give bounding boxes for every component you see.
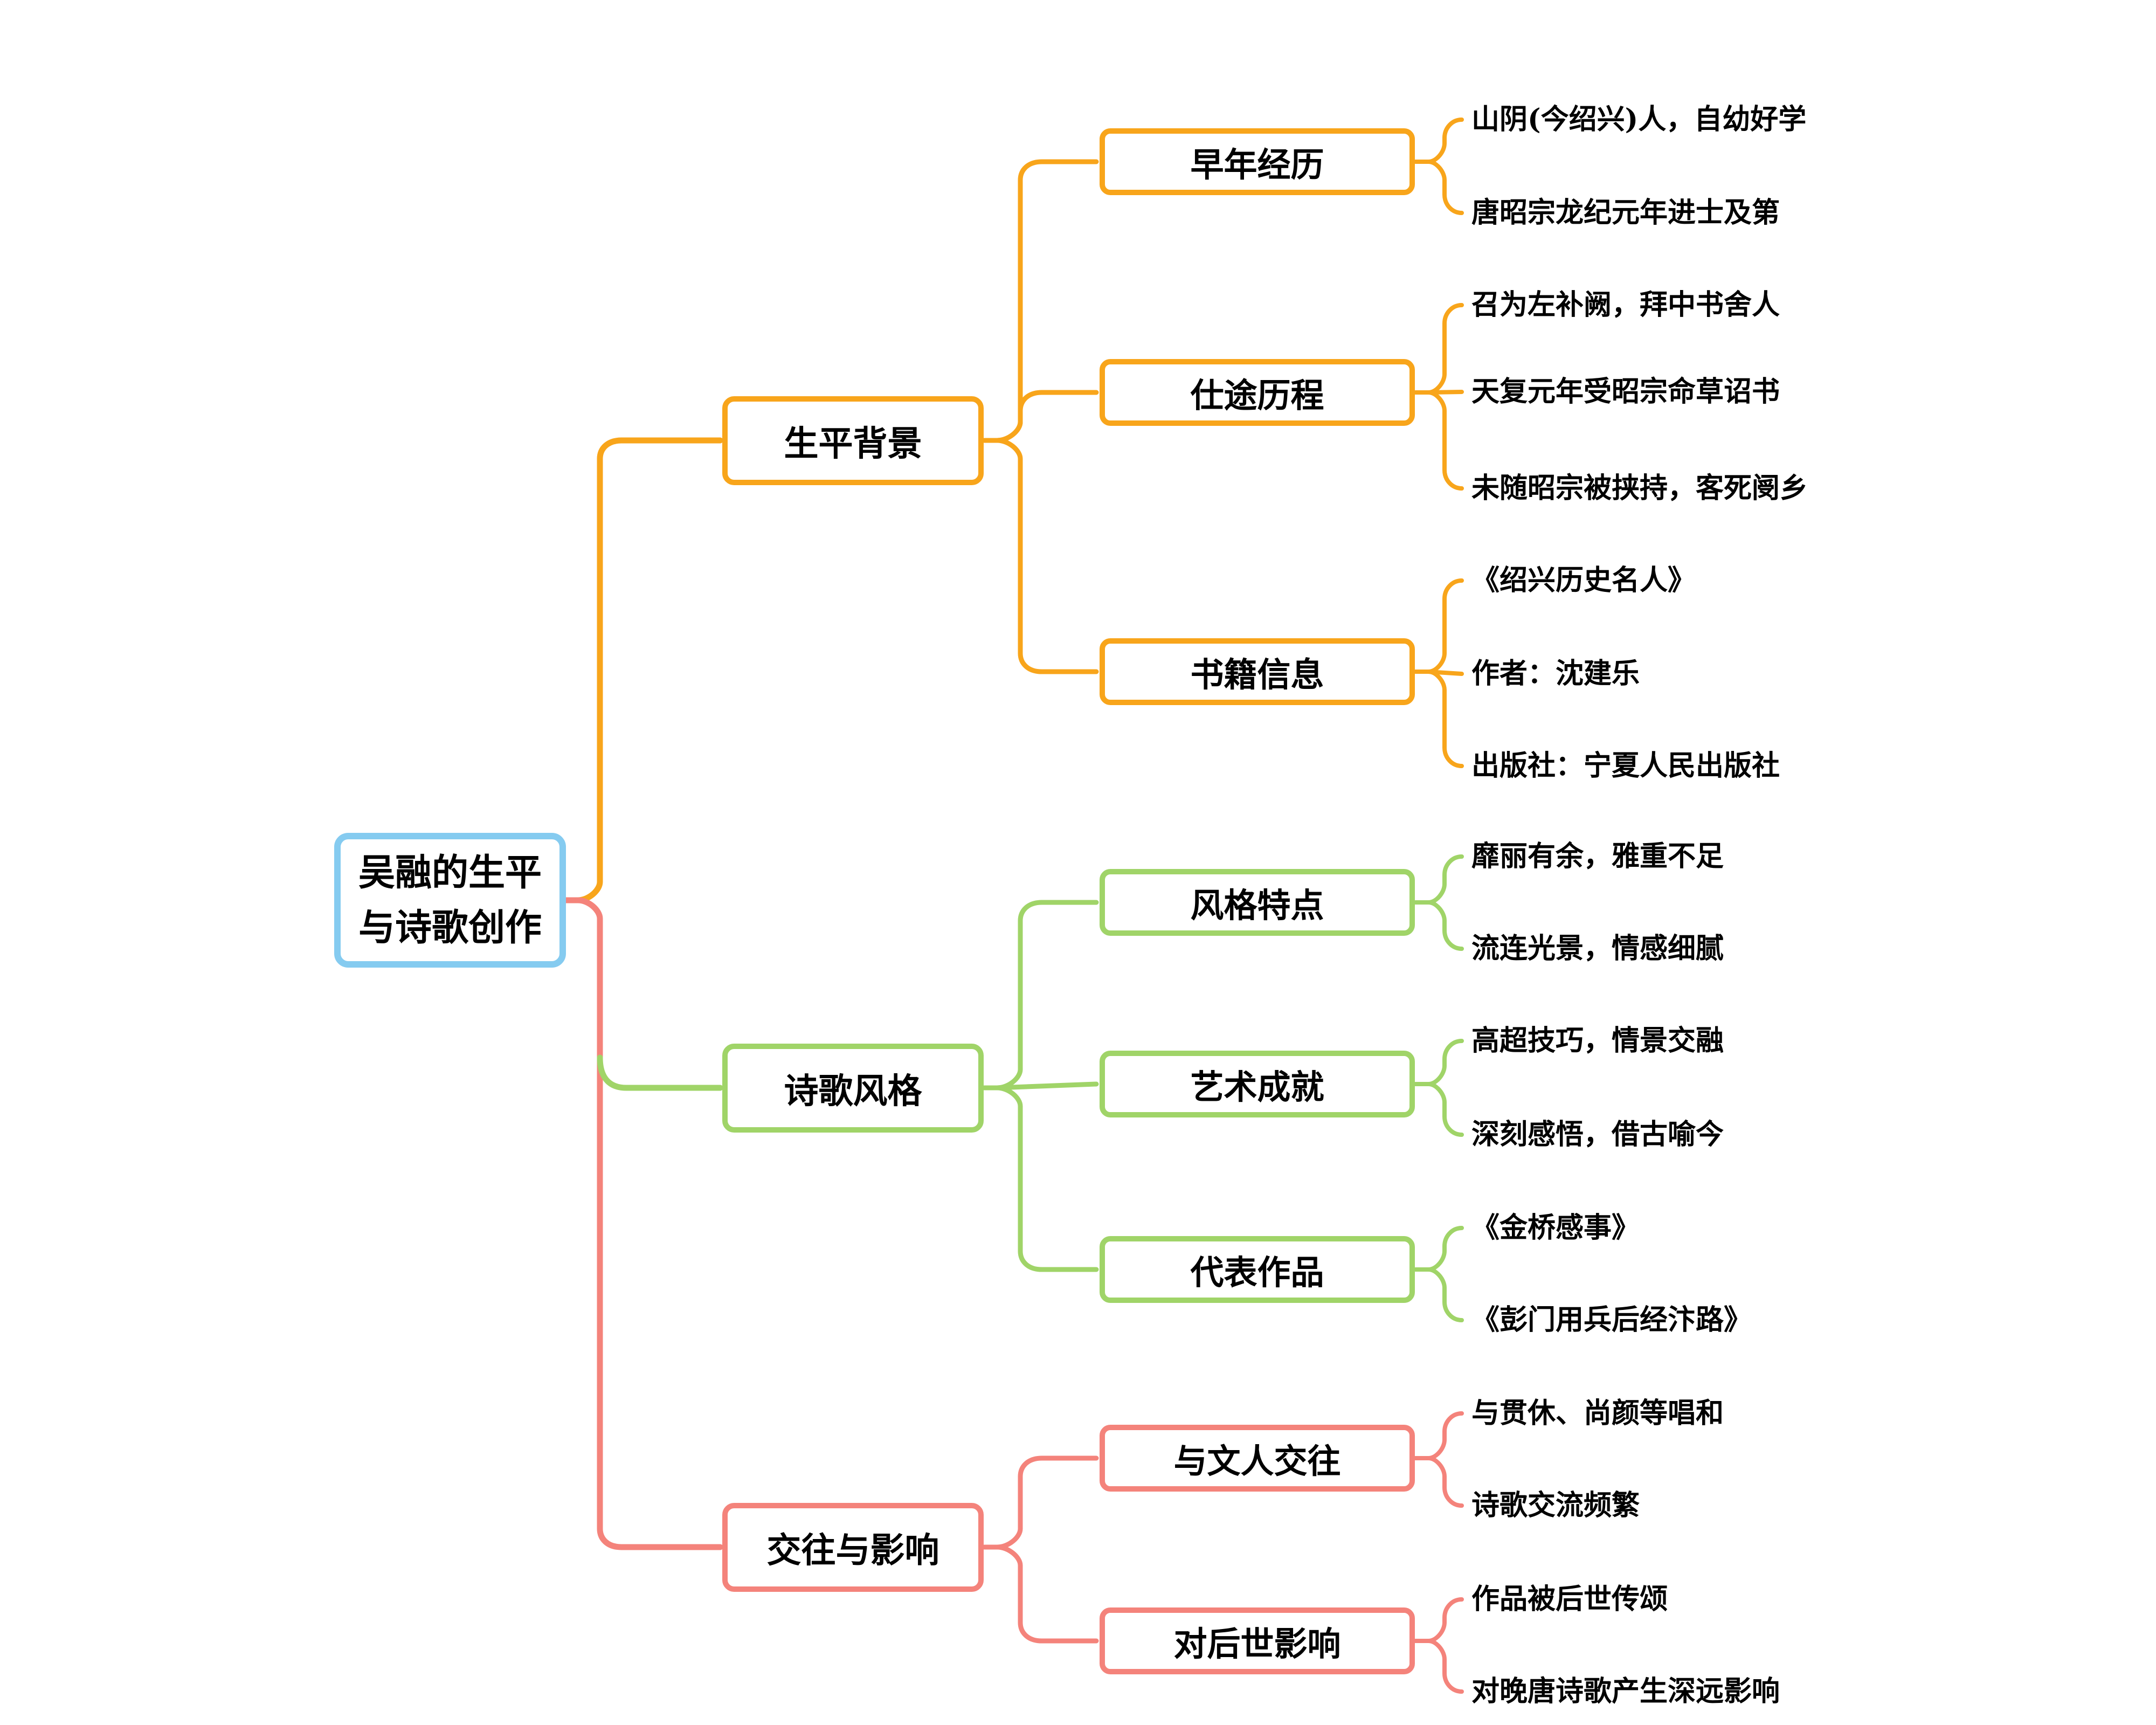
leaf-item[interactable]: 出版社：宁夏人民出版社 [1471,749,1780,782]
leaf-item[interactable]: 《绍兴历史名人》 [1471,564,1696,597]
main-topic-relations-influence[interactable]: 交往与影响 [722,1503,984,1592]
subtopic-later-influence[interactable]: 对后世影响 [1100,1607,1415,1674]
main-topic-poetry-style[interactable]: 诗歌风格 [722,1044,984,1133]
leaf-item[interactable]: 《金桥感事》 [1471,1211,1640,1244]
leaf-item[interactable]: 召为左补阙，拜中书舍人 [1471,288,1780,321]
leaf-item[interactable]: 唐昭宗龙纪元年进士及第 [1471,196,1780,229]
leaf-item[interactable]: 《彭门用兵后经汴路》 [1471,1303,1752,1336]
leaf-item[interactable]: 与贯休、尚颜等唱和 [1471,1397,1724,1430]
leaf-item[interactable]: 诗歌交流频繁 [1471,1489,1640,1522]
root-topic[interactable]: 吴融的生平 与诗歌创作 [334,833,566,968]
subtopic-literati-interactions[interactable]: 与文人交往 [1100,1425,1415,1492]
subtopic-representative-works[interactable]: 代表作品 [1100,1236,1415,1303]
leaf-item[interactable]: 天复元年受昭宗命草诏书 [1471,375,1780,408]
leaf-item[interactable]: 作品被后世传颂 [1471,1583,1668,1616]
subtopic-early-years[interactable]: 早年经历 [1100,128,1415,195]
leaf-item[interactable]: 山阴(今绍兴)人，自幼好学 [1471,103,1807,136]
leaf-item[interactable]: 深刻感悟，借古喻今 [1471,1118,1724,1151]
leaf-item[interactable]: 未随昭宗被挟持，客死阌乡 [1471,472,1808,505]
main-topic-biography[interactable]: 生平背景 [722,396,984,485]
subtopic-book-info[interactable]: 书籍信息 [1100,638,1415,705]
subtopic-artistic-achievements[interactable]: 艺术成就 [1100,1051,1415,1117]
leaf-item[interactable]: 高超技巧，情景交融 [1471,1024,1724,1057]
leaf-item[interactable]: 靡丽有余，雅重不足 [1471,840,1724,873]
leaf-item[interactable]: 作者：沈建乐 [1471,657,1640,690]
subtopic-official-career[interactable]: 仕途历程 [1100,359,1415,426]
subtopic-style-features[interactable]: 风格特点 [1100,869,1415,936]
leaf-item[interactable]: 对晚唐诗歌产生深远影响 [1471,1675,1780,1708]
leaf-item[interactable]: 流连光景，情感细腻 [1471,932,1724,965]
